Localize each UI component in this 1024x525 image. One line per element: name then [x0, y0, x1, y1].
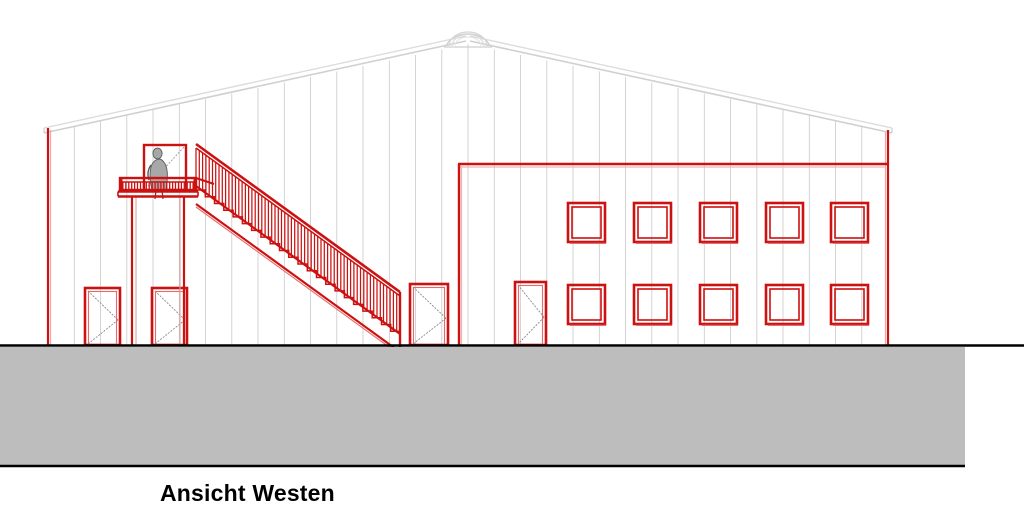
stair-handrail-top [195, 142, 401, 294]
roof-edge-left-outer [43, 40, 467, 134]
window-frame-outer [829, 201, 870, 244]
window-frame-outer [764, 201, 805, 244]
wall-cladding-lines [73, 44, 863, 345]
stair-stringer-lower [195, 203, 401, 353]
door-swing-line-lower [87, 319, 119, 345]
window-frame-inner [769, 288, 800, 321]
ground-group [0, 344, 1024, 468]
window-frame-inner [769, 206, 800, 239]
roof-edge-left-inner [43, 35, 467, 129]
window-frame-inner [834, 206, 865, 239]
door-swing-line-lower [412, 317, 447, 345]
window-grid [566, 201, 870, 326]
window-frame-inner [637, 288, 668, 321]
door-leaf-outline [412, 286, 446, 346]
stair-flight [195, 142, 402, 356]
stair-stringer-lower-shadow [195, 206, 401, 356]
annex-block-outline [457, 162, 888, 345]
roof-edge-right-inner [469, 35, 893, 129]
window-frame-outer [698, 201, 739, 244]
figure-head [152, 147, 163, 160]
door-swing-line-upper [87, 290, 119, 321]
window-frame-outer [698, 283, 739, 326]
roof-group [43, 35, 893, 134]
platform-door-swing-line [147, 146, 185, 187]
window-frame-inner [703, 206, 734, 239]
door-leaf-outline [87, 290, 118, 346]
window-frame-outer [632, 201, 673, 244]
ground-fill-block [0, 347, 965, 466]
drawing-caption: Ansicht Westen [160, 480, 335, 506]
window-frame-inner [571, 206, 602, 239]
ridge-vent-arc-2 [448, 31, 488, 47]
door-swing-line-upper [517, 284, 545, 318]
window-frame-inner [703, 288, 734, 321]
roof-edge-right-outer [469, 40, 893, 134]
window-frame-outer [764, 283, 805, 326]
window-frame-inner [637, 206, 668, 239]
ridge-vent-arc-3 [451, 33, 485, 47]
door-leaf-outline [517, 284, 544, 346]
window-frame-outer [829, 283, 870, 326]
window-frame-outer [632, 283, 673, 326]
window-frame-inner [571, 288, 602, 321]
ridge-vent-arc-4 [454, 36, 482, 47]
platform-support-columns [130, 196, 186, 345]
door-swing-line-lower [517, 316, 545, 345]
ridge-vent-group [444, 31, 492, 48]
stair-steps-profile [196, 189, 401, 338]
window-frame-inner [834, 288, 865, 321]
window-frame-outer [566, 283, 607, 326]
door-swing-line-upper [412, 286, 447, 319]
platform-to-stair-rail [195, 176, 215, 186]
window-frame-outer [566, 201, 607, 244]
stair-platform [117, 176, 215, 198]
